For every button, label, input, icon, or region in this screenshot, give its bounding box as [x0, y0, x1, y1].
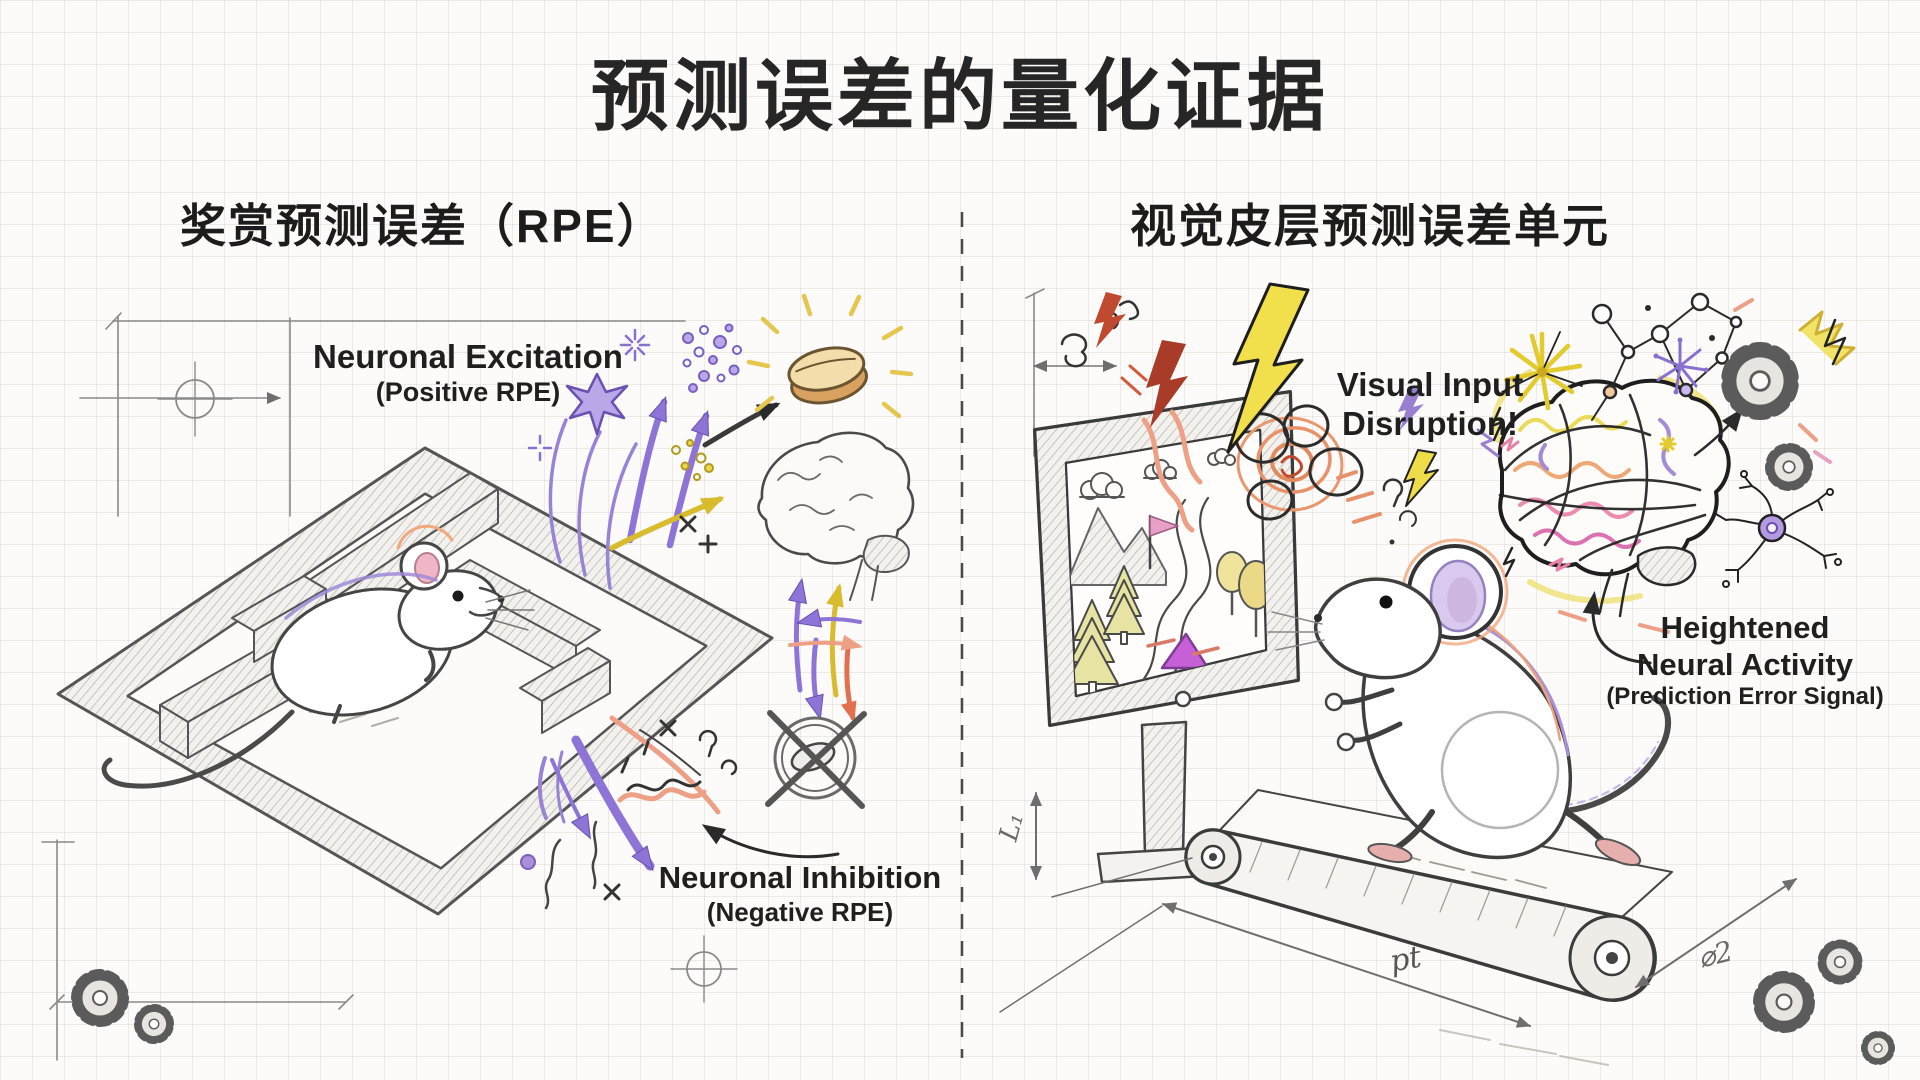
mouse-on-treadmill-icon	[1267, 538, 1672, 889]
reward-pill-icon	[746, 293, 914, 419]
activity-label-line2: Neural Activity	[1637, 646, 1853, 682]
excitation-burst-icon	[527, 323, 742, 590]
network-nodes-icon	[1591, 292, 1743, 421]
purple-bolt-icon	[1398, 386, 1424, 430]
sparkle-icon	[527, 328, 651, 462]
monitor-button-icon	[1174, 690, 1192, 708]
activity-label-line1: Heightened	[1660, 610, 1830, 645]
activity-label: Heightened Neural Activity (Prediction E…	[1560, 610, 1920, 711]
crosshair-icon	[157, 361, 233, 437]
belt-length-annotation: pt	[1387, 939, 1425, 980]
neuron-icon	[1715, 470, 1842, 588]
flag-icon	[1148, 514, 1179, 570]
yellow-trees-icon	[1216, 551, 1266, 638]
tail-icon	[1545, 695, 1672, 815]
left-panel-illustration	[41, 293, 915, 1061]
right-panel-heading: 视觉皮层预测误差单元	[1130, 200, 1610, 252]
dimension-arrows-icon	[999, 792, 1797, 1028]
purple-starburst-icon	[1654, 338, 1708, 394]
disruption-label-line1: Visual Input	[1336, 366, 1524, 403]
inhibition-squiggles-icon	[520, 715, 738, 910]
excitation-label-line2: (Positive RPE)	[375, 376, 561, 407]
red-bolt-icon	[1094, 292, 1126, 348]
yellow-dots-icon	[671, 439, 714, 481]
disruption-label-line2: Disruption!	[1342, 404, 1518, 442]
signal-arrows-icon	[787, 577, 863, 723]
head-icon	[1313, 577, 1442, 680]
scribbled-brain-icon	[1476, 369, 1744, 634]
mouse-icon	[101, 524, 535, 789]
star-icon	[565, 372, 629, 436]
gears-bottom-right-icon	[1759, 941, 1894, 1064]
gears-bottom-left-icon	[77, 975, 174, 1044]
pine-trees-icon	[1066, 565, 1145, 696]
starburst-icons	[1501, 331, 1709, 453]
inhibition-pointer-arrow-icon	[701, 824, 840, 859]
excitation-label-line1: Neuronal Excitation	[313, 338, 623, 375]
drafting-marks-top-left-icon	[79, 312, 686, 517]
mountains-icon	[1066, 507, 1167, 586]
dopamine-dots-icon	[682, 323, 742, 393]
gears-right-icon	[1725, 298, 1856, 492]
no-reward-icon	[765, 710, 867, 809]
monitor-icon	[1033, 390, 1300, 884]
inhibition-label-line2: (Negative RPE)	[706, 896, 894, 927]
yellow-starburst-icon	[1503, 331, 1583, 411]
disruption-label: Visual Input Disruption!	[1280, 366, 1580, 444]
drafting-marks-bottom-left-icon	[41, 839, 354, 1061]
disruption-explosion-icon	[1060, 282, 1439, 545]
left-panel-heading: 奖赏预测误差（RPE）	[180, 200, 665, 252]
x-marks-icon	[679, 515, 718, 554]
dark-red-bolt-icon	[1146, 340, 1188, 428]
activity-label-line3: (Prediction Error Signal)	[1606, 683, 1884, 711]
small-lightning-icon	[1403, 449, 1439, 507]
activity-pointer-arrow-icon	[1582, 591, 1652, 665]
inhibition-label-line1: Neuronal Inhibition	[658, 860, 942, 895]
crosshair-icon	[670, 935, 738, 1003]
inhibition-label: Neuronal Inhibition (Negative RPE)	[620, 860, 980, 927]
right-panel-illustration	[999, 282, 1894, 1065]
reward-arrow-icon	[702, 402, 781, 448]
brain-sketch-icon	[757, 431, 915, 601]
lightning-bolt-icon	[1226, 282, 1310, 454]
glow-rays-icon	[746, 293, 914, 419]
vr-scene-icon	[1066, 448, 1266, 696]
triangle-marker-icon	[1160, 632, 1210, 670]
excitation-label: Neuronal Excitation (Positive RPE)	[268, 338, 668, 409]
page-title: 预测误差的量化证据	[590, 52, 1329, 140]
red-dashes-icon	[1146, 638, 1220, 656]
